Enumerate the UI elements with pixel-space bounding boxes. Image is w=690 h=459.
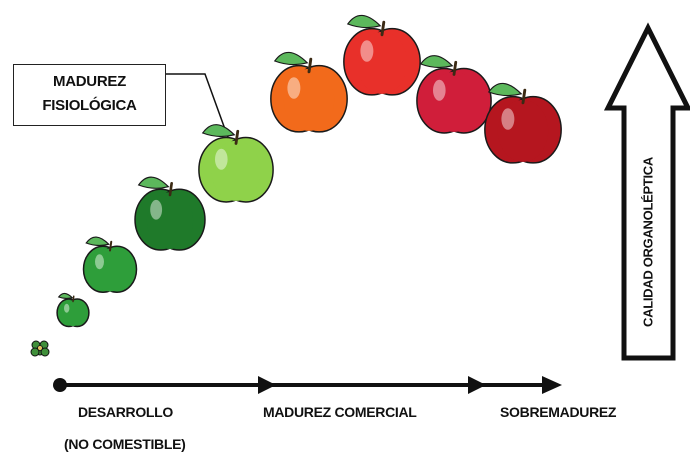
stage-label-commercial: MADUREZ COMERCIAL [263, 404, 417, 420]
stage-label-overripe: SOBREMADUREZ [500, 404, 616, 420]
timeline-axis [53, 376, 562, 394]
apple-small-fruit [84, 237, 137, 292]
callout-title-line2: FISIOLÓGICA [14, 97, 165, 114]
apple-overripe-fruit [485, 83, 561, 162]
stage-label-development-note: (NO COMESTIBLE) [64, 436, 186, 452]
apple-physiological-fruit [199, 125, 273, 202]
quality-axis-label: CALIDAD ORGANOLÉPTICA [641, 157, 656, 327]
callout-box: MADUREZ FISIOLÓGICA [13, 64, 166, 126]
apple-tiny-fruit [57, 293, 89, 326]
apple-crimson-fruit [417, 56, 491, 133]
callout-title-line1: MADUREZ [14, 73, 165, 90]
apple-medium-fruit [135, 177, 205, 250]
apple-orange-fruit [271, 52, 347, 131]
apple-red-fruit [344, 15, 420, 94]
timeline-arrowhead-3 [542, 376, 562, 394]
stage-label-development: DESARROLLO [78, 404, 173, 420]
flower-bud-fruit [31, 341, 49, 356]
